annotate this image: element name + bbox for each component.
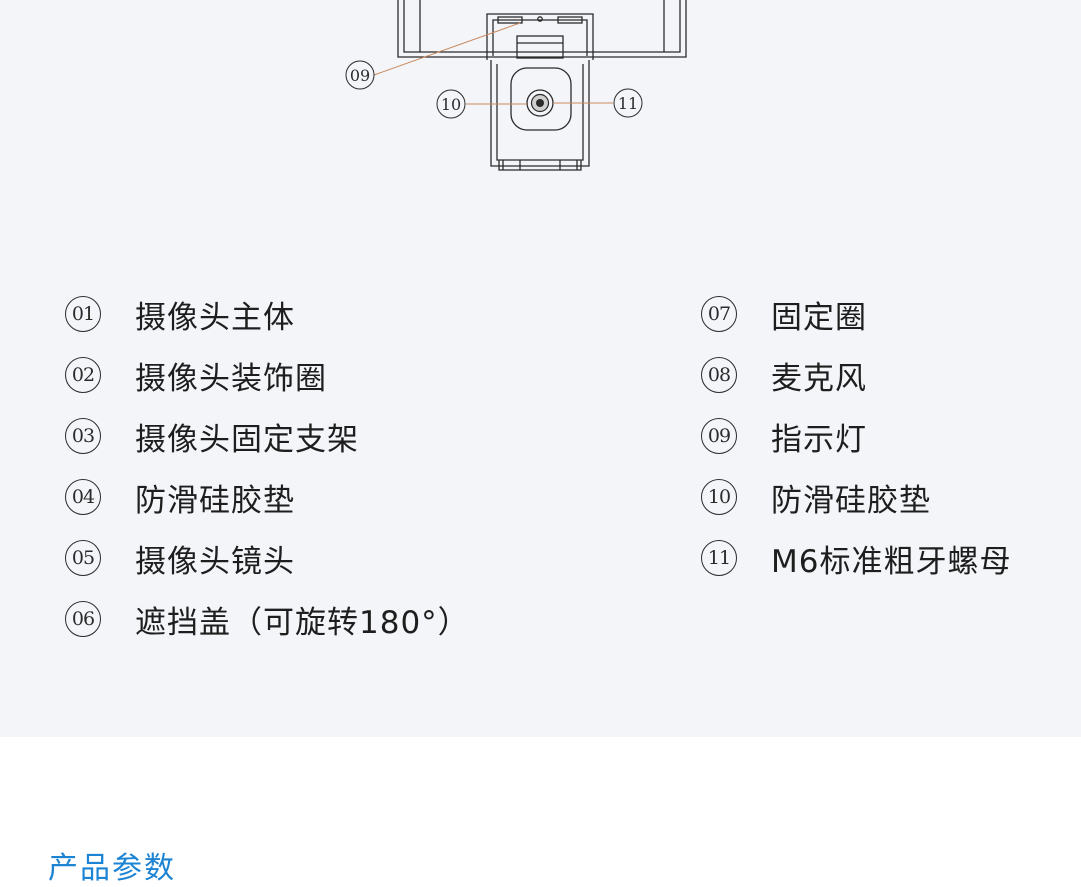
part-label: 防滑硅胶垫 [135,482,295,519]
callout-10: 10 [436,89,466,119]
parts-list: 01 摄像头主体 02 摄像头装饰圈 03 摄像头固定支架 04 防滑硅胶垫 0… [65,292,1011,641]
callout-09-text: 09 [350,66,370,85]
part-number-badge: 09 [701,418,737,454]
part-item-01: 01 摄像头主体 [65,292,295,336]
callout-09: 09 [345,60,375,90]
callout-11: 11 [613,88,643,118]
part-item-04: 04 防滑硅胶垫 [65,475,295,519]
content-panel: 09 10 11 01 摄像头主体 02 摄像头装饰圈 03 摄像头固定支架 0… [0,0,1081,737]
part-number-badge: 07 [701,296,737,332]
part-label: 防滑硅胶垫 [771,482,931,519]
part-number-badge: 11 [701,540,737,576]
camera-body [397,0,687,58]
part-number-badge: 04 [65,479,101,515]
leader-lines [373,22,613,105]
part-label: 指示灯 [771,421,867,458]
section-title-product-params: 产品参数 [48,851,176,886]
part-number-badge: 01 [65,296,101,332]
part-item-03: 03 摄像头固定支架 [65,414,359,458]
callout-11-text: 11 [618,94,638,113]
part-item-02: 02 摄像头装饰圈 [65,353,327,397]
part-label: 摄像头镜头 [135,543,295,580]
part-number-badge: 03 [65,418,101,454]
callout-10-text: 10 [441,95,461,114]
part-label: 固定圈 [771,299,867,336]
part-item-11: 11 M6标准粗牙螺母 [701,536,1011,580]
part-number-badge: 06 [65,601,101,637]
part-label: M6标准粗牙螺母 [771,543,1012,580]
camera-mount [486,13,594,171]
part-number-badge: 02 [65,357,101,393]
part-label: 麦克风 [771,360,867,397]
part-item-05: 05 摄像头镜头 [65,536,295,580]
part-item-08: 08 麦克风 [701,353,867,397]
part-number-badge: 05 [65,540,101,576]
part-number-badge: 08 [701,357,737,393]
camera-technical-drawing: 09 10 11 [345,0,687,171]
part-item-06: 06 遮挡盖（可旋转180°） [65,597,470,641]
part-label: 摄像头固定支架 [135,421,359,458]
part-label: 摄像头装饰圈 [135,360,327,397]
part-item-07: 07 固定圈 [701,292,867,336]
part-label: 遮挡盖（可旋转180°） [135,604,470,641]
part-item-10: 10 防滑硅胶垫 [701,475,931,519]
part-number-badge: 10 [701,479,737,515]
part-item-09: 09 指示灯 [701,414,867,458]
part-label: 摄像头主体 [135,299,295,336]
